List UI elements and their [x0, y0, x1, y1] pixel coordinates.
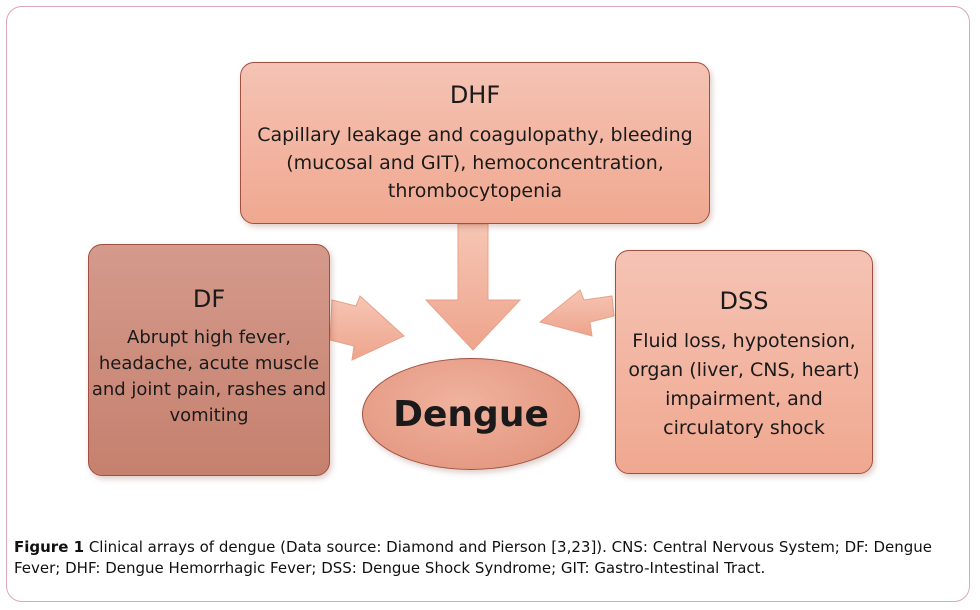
dss-box: DSS Fluid loss, hypotension, organ (live…	[615, 250, 873, 474]
dhf-description: Capillary leakage and coagulopathy, blee…	[257, 124, 693, 202]
dhf-title: DHF	[449, 81, 501, 109]
dss-to-dengue-arrow	[538, 289, 615, 337]
df-box: DF Abrupt high fever, headache, acute mu…	[88, 244, 330, 476]
figure-caption: Figure 1 Clinical arrays of dengue (Data…	[14, 537, 966, 579]
dhf-to-dengue-arrow	[424, 223, 522, 351]
df-title: DF	[192, 285, 226, 313]
dengue-label: Dengue	[393, 393, 549, 435]
df-description: Abrupt high fever, headache, acute muscl…	[91, 327, 327, 426]
df-to-dengue-arrow	[329, 295, 405, 361]
dss-description: Fluid loss, hypotension, organ (liver, C…	[628, 330, 860, 439]
dhf-box: DHF Capillary leakage and coagulopathy, …	[240, 62, 710, 224]
caption-label: Figure 1	[14, 538, 85, 556]
caption-text: Clinical arrays of dengue (Data source: …	[14, 538, 933, 577]
dss-title: DSS	[719, 287, 769, 315]
dengue-center-node: Dengue	[362, 358, 580, 470]
